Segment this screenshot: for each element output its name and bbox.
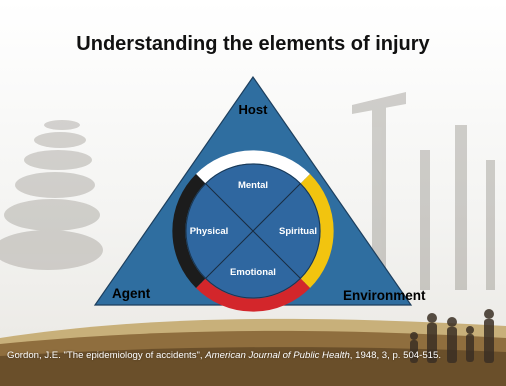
divider-line — [205, 183, 301, 279]
totem-pole-image — [352, 92, 495, 290]
slide-title: Understanding the elements of injury — [76, 33, 430, 55]
quadrant-label-mental: Mental — [238, 180, 268, 191]
corner-label-agent: Agent — [112, 286, 151, 301]
citation-text: Gordon, J.E. "The epidemiology of accide… — [7, 350, 206, 361]
landscape-band — [0, 318, 506, 386]
ring-segment-left — [172, 174, 206, 288]
quadrant-label-emotional: Emotional — [230, 267, 276, 278]
family-silhouette-image — [410, 309, 494, 363]
citation: Gordon, J.E. "The epidemiology of accide… — [7, 350, 441, 362]
stone-cairn-image — [0, 120, 103, 270]
quadrant-label-spiritual: Spiritual — [279, 226, 317, 237]
corner-label-host: Host — [239, 102, 269, 117]
ring-segment-right — [300, 174, 334, 288]
citation-details: , 1948, 3, p. 504-515. — [349, 350, 441, 361]
ring-segment-bottom — [196, 278, 310, 312]
citation-journal: American Journal of Public Health — [205, 350, 350, 361]
ring-segment-top — [196, 150, 310, 184]
quadrant-label-physical: Physical — [190, 226, 229, 237]
corner-label-environment: Environment — [343, 288, 426, 303]
